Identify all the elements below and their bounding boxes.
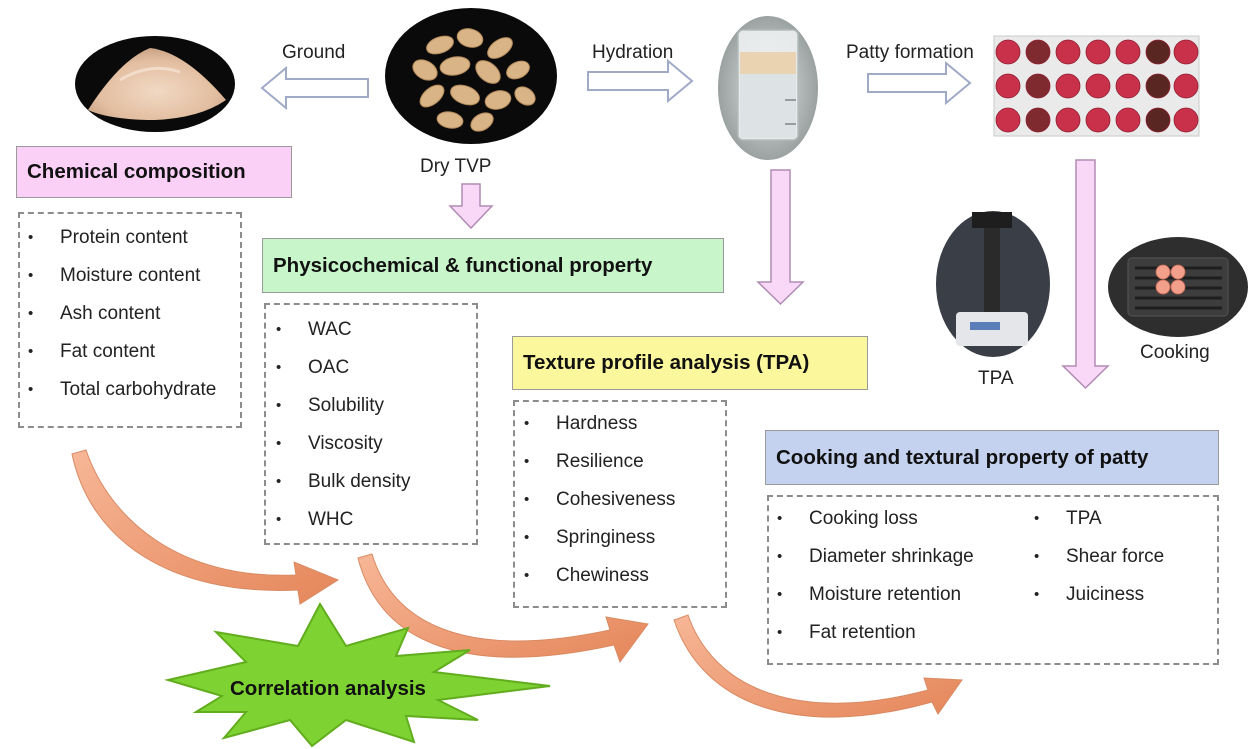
patty-formation-label: Patty formation (846, 42, 974, 63)
physicochemical-list: WAC OAC Solubility Viscosity Bulk densit… (274, 311, 410, 539)
list-item: WHC (274, 501, 410, 539)
down-arrow-hydration (756, 169, 805, 306)
list-item: Fat content (26, 333, 240, 371)
list-item: WAC (274, 311, 410, 349)
list-item: Moisture content (26, 257, 240, 295)
ground-arrow (260, 65, 369, 111)
cooking-property-list-2: TPA Shear force Juiciness (1032, 500, 1164, 614)
cooking-property-title: Cooking and textural property of patty (765, 430, 1219, 485)
cooking-property-box (767, 495, 1219, 665)
correlation-analysis-label: Correlation analysis (230, 677, 426, 700)
list-item: Hardness (522, 405, 675, 443)
cooking-griddle-photo (1108, 237, 1248, 337)
dry-tvp-label: Dry TVP (420, 156, 492, 177)
list-item: Diameter shrinkage (775, 538, 974, 576)
tpa-photo-label: TPA (978, 368, 1014, 389)
flow-arrows (260, 58, 972, 111)
curve-arrow-1 (71, 449, 340, 605)
patty-formation-arrow (867, 60, 972, 106)
physicochemical-box (264, 303, 478, 545)
list-item: Shear force (1032, 538, 1164, 576)
down-arrows (448, 159, 1110, 390)
texture-profile-title: Texture profile analysis (TPA) (512, 336, 868, 390)
list-item: TPA (1032, 500, 1164, 538)
list-item: Chewiness (522, 557, 675, 595)
hydration-label: Hydration (592, 42, 674, 63)
texture-profile-list: Hardness Resilience Cohesiveness Springi… (522, 405, 675, 595)
hydration-arrow (587, 58, 694, 104)
cooking-property-list-1: Cooking loss Diameter shrinkage Moisture… (775, 500, 974, 652)
list-item: Ash content (26, 295, 240, 333)
physicochemical-title: Physicochemical & functional property (262, 238, 724, 293)
down-arrow-patty (1061, 159, 1110, 390)
hydration-beaker-photo (718, 16, 818, 160)
list-item: Moisture retention (775, 576, 974, 614)
list-item: Solubility (274, 387, 410, 425)
chemical-composition-title: Chemical composition (16, 146, 292, 198)
down-arrow-tvp (448, 183, 494, 230)
list-item: Cooking loss (775, 500, 974, 538)
list-item: Fat retention (775, 614, 974, 652)
list-item: Bulk density (274, 463, 410, 501)
curved-arrows (71, 449, 963, 718)
list-item: Cohesiveness (522, 481, 675, 519)
list-item: Juiciness (1032, 576, 1164, 614)
patty-tray-photo (993, 35, 1200, 137)
ground-powder-photo (75, 36, 235, 132)
list-item: OAC (274, 349, 410, 387)
list-item: Protein content (26, 219, 240, 257)
list-item: Total carbohydrate (26, 371, 240, 409)
correlation-starburst (164, 601, 551, 748)
curve-arrow-2 (357, 553, 649, 664)
chemical-composition-list: Protein content Moisture content Ash con… (26, 219, 240, 409)
dry-tvp-photo (385, 8, 557, 144)
tpa-instrument-photo (936, 211, 1050, 357)
list-item: Viscosity (274, 425, 410, 463)
ground-label: Ground (282, 42, 346, 63)
curve-arrow-3 (673, 614, 963, 718)
list-item: Springiness (522, 519, 675, 557)
chemical-composition-box (18, 212, 242, 428)
cooking-photo-label: Cooking (1140, 342, 1210, 363)
texture-profile-box (513, 400, 727, 608)
list-item: Resilience (522, 443, 675, 481)
